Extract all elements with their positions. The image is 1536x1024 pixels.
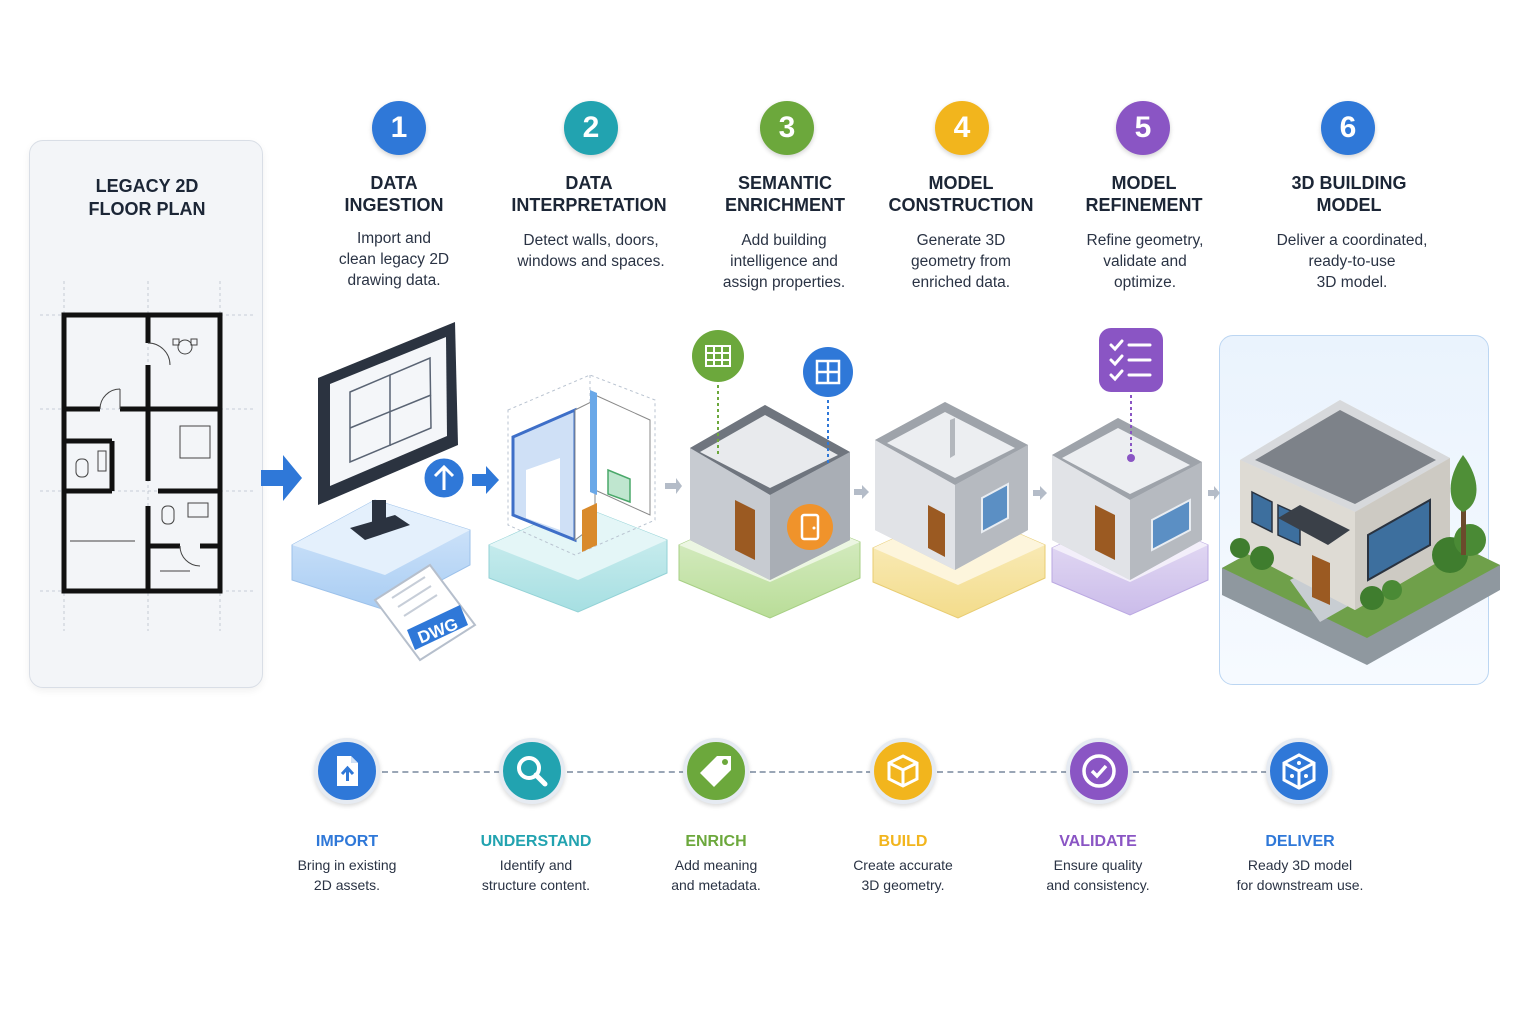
deliver-desc: Ready 3D model for downstream use. [1236, 857, 1364, 893]
connector-line-4 [937, 771, 1067, 773]
understand-badge [499, 738, 565, 804]
pipeline-illustrations: DWG [261, 322, 1500, 665]
refinement-illustration [1051, 328, 1209, 616]
step-5-desc: Refine geometry, validate and optimize. [1086, 232, 1204, 291]
final-building-illustration [1222, 400, 1500, 665]
step-5-number: 5 [1116, 101, 1170, 155]
legacy-floorplan-title: LEGACY 2D FLOOR PLAN [88, 176, 206, 219]
step-1-desc: Import and clean legacy 2D drawing data. [338, 230, 450, 289]
step-4-desc: Generate 3D geometry from enriched data. [911, 232, 1011, 291]
enrich-title: ENRICH [685, 833, 747, 850]
step-1-title: DATA INGESTION [344, 173, 444, 215]
dwg-file-icon [373, 563, 477, 662]
build-title: BUILD [878, 833, 928, 850]
delivery-box-icon [1282, 753, 1316, 790]
validate-desc: Ensure quality and consistency. [1046, 857, 1150, 893]
table-tag-icon [692, 330, 744, 382]
deliver-badge [1266, 738, 1332, 804]
step-1-number: 1 [372, 101, 426, 155]
magnifier-icon [517, 756, 548, 787]
connector-line-3 [750, 771, 872, 773]
tag-icon [700, 756, 731, 787]
import-badge [314, 738, 380, 804]
understand-title: UNDERSTAND [480, 833, 592, 850]
step-3-title: SEMANTIC ENRICHMENT [725, 173, 845, 215]
validate-badge [1066, 738, 1132, 804]
flow-arrow-small [665, 478, 1220, 500]
ingestion-illustration [291, 322, 477, 662]
step-6-number: 6 [1321, 101, 1375, 155]
file-upload-icon [337, 756, 358, 786]
deliver-title: DELIVER [1265, 833, 1335, 850]
connector-line-1 [382, 771, 500, 773]
build-desc: Create accurate 3D geometry. [853, 857, 953, 893]
step-4-title: MODEL CONSTRUCTION [888, 173, 1034, 215]
step-6-desc: Deliver a coordinated, ready-to-use 3D m… [1276, 232, 1428, 291]
step-3-desc: Add building intelligence and assign pro… [722, 232, 846, 291]
cube-icon [887, 754, 919, 788]
step-2-number: 2 [564, 101, 618, 155]
interpretation-illustration [488, 374, 668, 613]
enrich-badge [683, 738, 749, 804]
step-3-number: 3 [760, 101, 814, 155]
step-2-desc: Detect walls, doors, windows and spaces. [517, 232, 665, 270]
connector-line-5 [1133, 771, 1267, 773]
floor-plan-drawing [40, 281, 254, 631]
enrich-desc: Add meaning and metadata. [671, 857, 761, 893]
validate-title: VALIDATE [1059, 833, 1137, 850]
door-tag-icon [787, 504, 833, 550]
understand-desc: Identify and structure content. [481, 857, 591, 893]
enrichment-illustration [678, 330, 861, 619]
flow-arrow-1 [261, 455, 302, 501]
step-5-title: MODEL REFINEMENT [1085, 173, 1203, 215]
build-badge [870, 738, 936, 804]
step-2-title: DATA INTERPRETATION [511, 173, 667, 215]
flow-arrow-2 [472, 466, 499, 494]
import-desc: Bring in existing 2D assets. [297, 857, 397, 893]
connector-line-2 [567, 771, 685, 773]
step-4-number: 4 [935, 101, 989, 155]
step-6-title: 3D BUILDING MODEL [1291, 173, 1407, 215]
construction-illustration [872, 402, 1046, 619]
check-circle-icon [1082, 754, 1116, 788]
import-title: IMPORT [315, 833, 379, 850]
legacy-floorplan-card: LEGACY 2D FLOOR PLAN [29, 140, 263, 688]
